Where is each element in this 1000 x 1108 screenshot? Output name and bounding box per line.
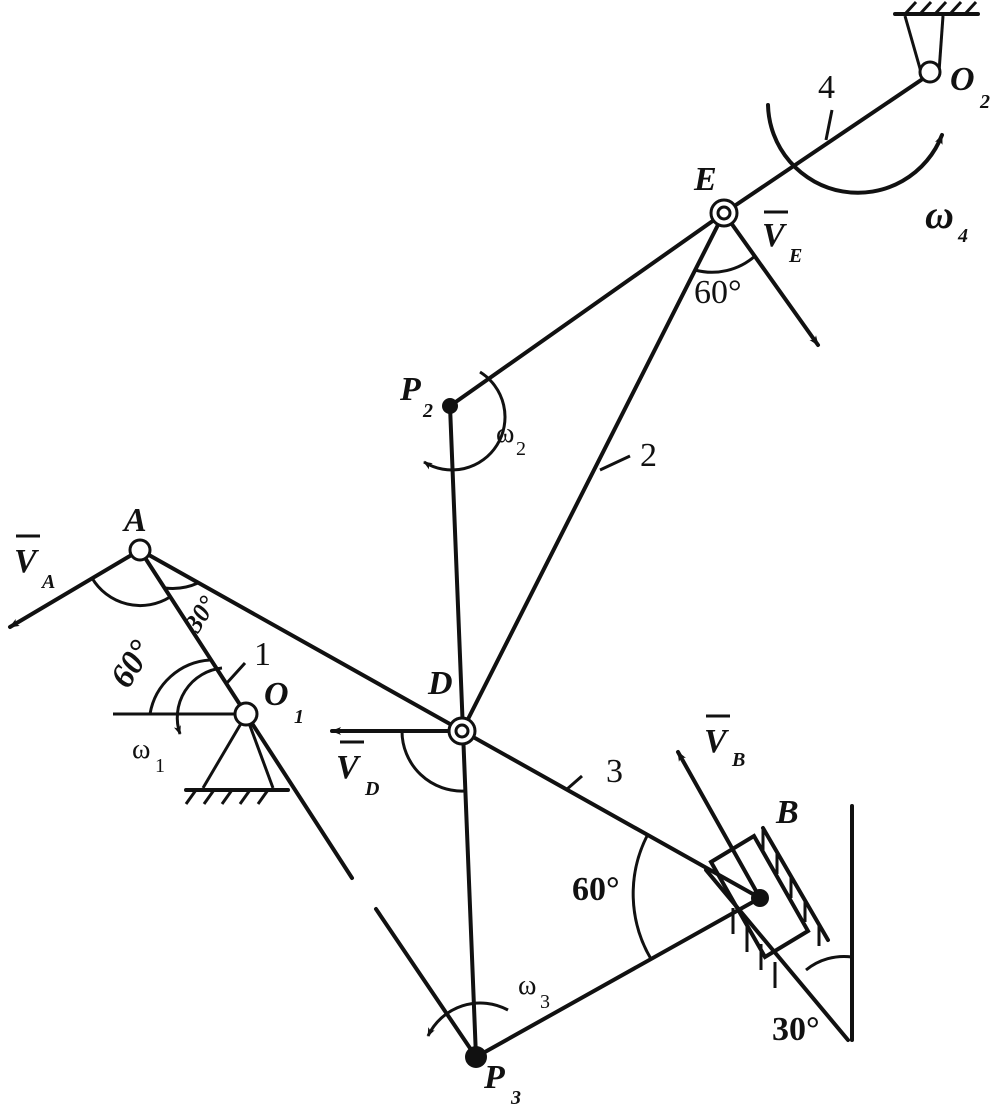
svg-text:E: E	[788, 245, 802, 267]
joint-a	[128, 538, 152, 562]
angle-arc-e	[694, 254, 756, 274]
label-link-4: 4	[818, 69, 835, 106]
svg-text:1: 1	[294, 706, 304, 728]
label-angle-b: 60°	[572, 871, 620, 908]
dashed-line-o1-p3	[374, 907, 478, 1059]
link-e-p2	[448, 211, 726, 408]
svg-text:1: 1	[155, 755, 165, 777]
label-vd: V D	[336, 740, 379, 800]
label-b: B	[775, 794, 799, 831]
point-p3	[465, 1046, 487, 1068]
slider-block	[708, 833, 811, 960]
svg-text:V: V	[14, 543, 39, 580]
angle-arc-b	[631, 835, 653, 960]
svg-text:2: 2	[516, 438, 526, 460]
svg-text:B: B	[731, 749, 745, 771]
svg-text:V: V	[336, 749, 361, 786]
ground-support-o1	[184, 714, 290, 805]
velocity-arrow-b	[676, 750, 762, 900]
svg-text:ω: ω	[132, 734, 150, 765]
velocity-arrow-e	[722, 211, 820, 347]
label-link-2: 2	[640, 437, 657, 474]
label-e: E	[693, 161, 717, 198]
link-3-tick	[565, 774, 583, 792]
joint-d-inner	[454, 723, 470, 739]
link-p3-b	[474, 896, 762, 1059]
label-omega4: ω 4	[925, 192, 968, 247]
link-1-tick	[224, 661, 247, 686]
label-vb: V B	[704, 714, 745, 771]
svg-text:D: D	[364, 778, 379, 800]
angle-arc-o1	[148, 658, 211, 715]
label-ve: V E	[762, 210, 802, 267]
svg-text:4: 4	[957, 225, 968, 247]
svg-text:3: 3	[540, 991, 550, 1013]
label-omega2: ω 2	[496, 418, 526, 460]
label-d: D	[427, 665, 453, 702]
omega3-arc-arrow	[426, 1001, 509, 1037]
link-e-d	[460, 211, 726, 733]
label-angle-e: 60°	[694, 274, 742, 311]
label-angle-o1: 60°	[103, 634, 160, 694]
svg-text:O: O	[264, 676, 289, 713]
omega1-arc-arrow	[173, 666, 223, 735]
label-va: V A	[14, 534, 55, 593]
svg-text:V: V	[762, 217, 787, 254]
svg-text:A: A	[40, 571, 55, 593]
omega2-arc-arrow	[423, 370, 507, 472]
svg-text:ω: ω	[925, 192, 954, 237]
angle-arc-a-inner	[164, 581, 199, 590]
label-omega3: ω 3	[518, 970, 550, 1013]
label-o1: O 1	[264, 676, 304, 728]
velocity-arrow-a	[8, 548, 142, 629]
svg-text:ω: ω	[518, 970, 536, 1001]
label-a: A	[122, 502, 147, 539]
svg-text:ω: ω	[496, 418, 514, 449]
svg-text:P: P	[399, 371, 421, 408]
label-o2: O 2	[950, 61, 990, 113]
ground-support-o2	[893, 0, 980, 73]
joint-e-inner	[716, 205, 732, 221]
label-angle-a: 30°	[178, 590, 223, 638]
link-o2-e	[722, 72, 932, 215]
joint-o1	[233, 701, 259, 727]
point-b	[751, 889, 769, 907]
label-link-1: 1	[254, 636, 271, 673]
label-link-3: 3	[606, 753, 623, 790]
point-p2	[442, 398, 458, 414]
svg-text:2: 2	[979, 91, 990, 113]
angle-arc-d	[400, 730, 466, 793]
svg-text:3: 3	[510, 1087, 521, 1108]
svg-text:O: O	[950, 61, 975, 98]
angle-arc-a-outer	[90, 577, 171, 608]
label-angle-slider: 30°	[772, 1011, 820, 1048]
label-p3: P 3	[483, 1059, 521, 1108]
link-2-tick	[599, 454, 631, 472]
svg-text:2: 2	[422, 400, 433, 422]
joint-o2	[918, 60, 942, 84]
label-p2: P 2	[399, 371, 433, 422]
label-omega1: ω 1	[132, 734, 165, 777]
svg-text:P: P	[483, 1059, 505, 1096]
link-4-tick	[824, 109, 834, 141]
omega4-arc-arrow	[766, 103, 944, 195]
svg-text:V: V	[704, 723, 729, 760]
